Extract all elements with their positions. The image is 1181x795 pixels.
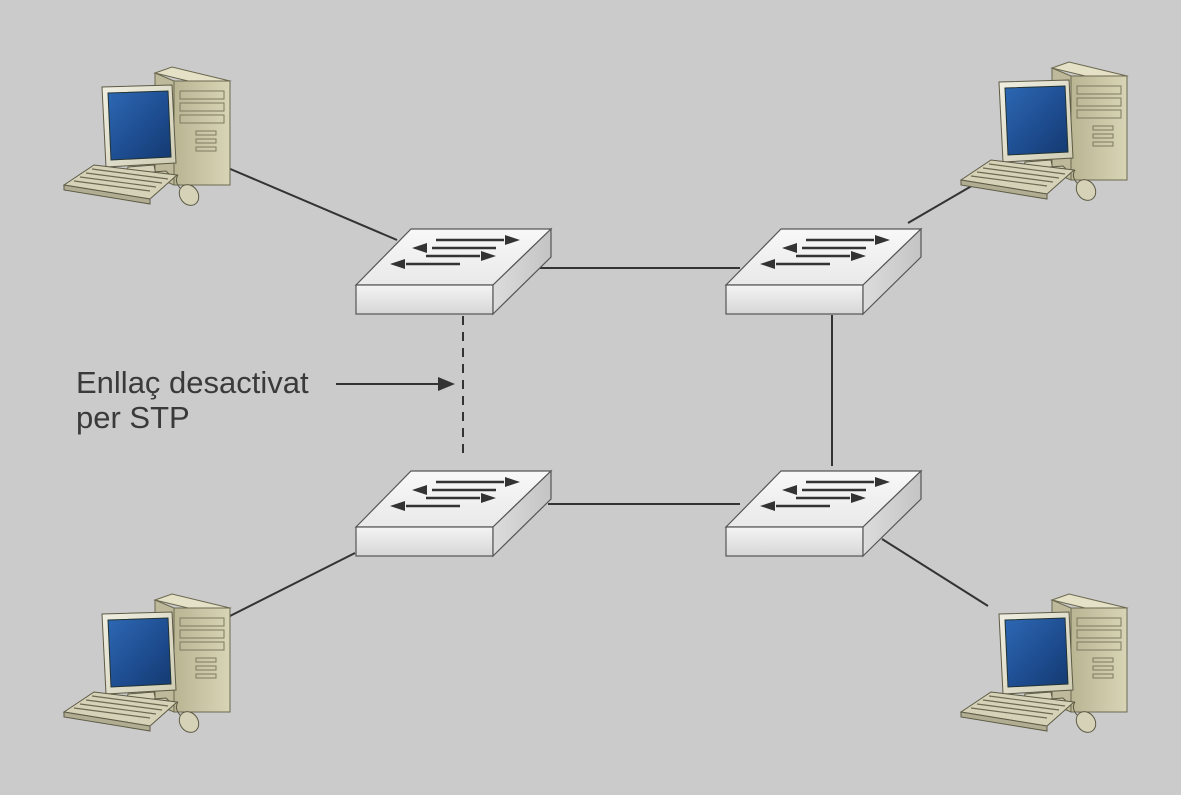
annotation-line-1: Enllaç desactivat [76, 365, 309, 400]
link-pc-bottom-right-to-switch [881, 538, 989, 607]
switch-top-right-icon [724, 227, 923, 316]
link-pc-top-right-to-switch [907, 183, 976, 224]
switch-bottom-right-icon [724, 469, 923, 558]
links-layer [227, 167, 989, 618]
computer-top-left-icon [63, 66, 231, 210]
switch-top-left-icon [354, 227, 553, 316]
annotation-line-2: per STP [76, 400, 190, 435]
computer-bottom-left-icon [63, 593, 231, 737]
link-pc-bottom-left-to-switch [227, 552, 356, 618]
stp-annotation: Enllaç desactivat per STP [76, 365, 455, 435]
computer-bottom-right-icon [960, 593, 1128, 737]
switch-bottom-left-icon [354, 469, 553, 558]
computer-top-right-icon [960, 61, 1128, 205]
annotation-arrow-head-icon [438, 377, 455, 391]
link-pc-top-left-to-switch [227, 167, 398, 241]
